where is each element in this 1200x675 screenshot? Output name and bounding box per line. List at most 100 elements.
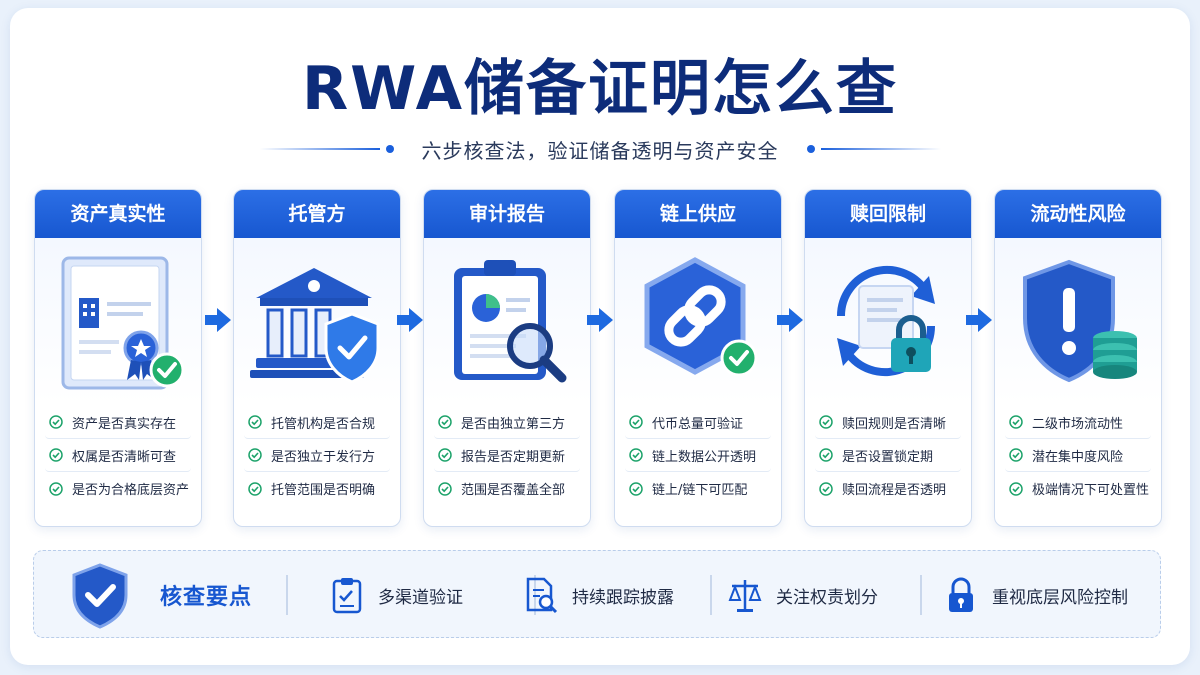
check-item: 链上数据公开透明	[625, 439, 771, 472]
step-card-redemption-limits: 赎回限制 赎回规则是否清晰 是否设置锁定期 赎回流程是否透明	[804, 189, 972, 527]
key-point-label: 重视底层风险控制	[992, 587, 1128, 608]
padlock-icon	[949, 577, 973, 612]
document-search-icon	[526, 577, 558, 614]
step-illustration	[805, 238, 971, 404]
check-text: 代币总量可验证	[652, 416, 744, 432]
step-illustration	[424, 238, 590, 404]
shield-check-icon	[72, 563, 128, 629]
check-text: 是否独立于发行方	[271, 449, 376, 465]
check-circle-icon	[438, 415, 452, 429]
check-circle-icon	[1009, 481, 1023, 496]
warning-shield-icon	[1023, 259, 1137, 383]
certificate-icon	[61, 256, 185, 390]
key-point-label: 持续跟踪披露	[572, 587, 674, 608]
key-point-label: 关注权责划分	[776, 587, 878, 608]
check-item: 托管范围是否明确	[244, 472, 390, 505]
subtitle-line-left	[259, 148, 380, 150]
check-list: 是否由独立第三方 报告是否定期更新 范围是否覆盖全部	[424, 404, 590, 505]
step-title: 流动性风险	[995, 190, 1161, 238]
check-list: 资产是否真实存在 权属是否清晰可查 是否为合格底层资产	[35, 404, 201, 505]
clipboard-magnifier-icon	[454, 260, 567, 383]
check-circle-icon	[49, 415, 63, 429]
check-circle-icon	[248, 415, 262, 429]
check-item: 报告是否定期更新	[434, 439, 580, 472]
check-item: 是否为合格底层资产	[45, 472, 191, 505]
check-item: 托管机构是否合规	[244, 406, 390, 439]
check-text: 报告是否定期更新	[461, 449, 566, 465]
check-circle-icon	[629, 448, 643, 462]
scales-icon	[728, 580, 762, 612]
check-item: 潜在集中度风险	[1005, 439, 1151, 472]
arrow-right-icon	[777, 308, 803, 332]
divider	[710, 575, 712, 615]
step-card-custodian: 托管方 托管机构是否合规 是否独立于发行方 托管范围是否明确	[233, 189, 401, 527]
check-text: 托管范围是否明确	[271, 483, 376, 498]
key-point-item: 关注权责划分	[728, 575, 878, 615]
chain-link-icon	[644, 257, 758, 377]
check-circle-icon	[1009, 448, 1023, 462]
check-item: 是否设置锁定期	[815, 439, 961, 472]
step-card-onchain-supply: 链上供应 代币总量可验证 链上数据公开透明 链上/链下可匹配	[614, 189, 782, 527]
step-title: 审计报告	[424, 190, 590, 238]
step-title: 资产真实性	[35, 190, 201, 238]
step-title: 托管方	[234, 190, 400, 238]
check-text: 托管机构是否合规	[271, 416, 376, 432]
redemption-lock-icon	[836, 265, 936, 377]
check-circle-icon	[438, 481, 452, 496]
check-text: 二级市场流动性	[1032, 416, 1124, 432]
check-text: 权属是否清晰可查	[72, 449, 177, 465]
check-circle-icon	[629, 415, 643, 429]
arrow-right-icon	[205, 308, 231, 332]
check-circle-icon	[49, 448, 63, 462]
arrow-right-icon	[397, 308, 423, 332]
check-item: 资产是否真实存在	[45, 406, 191, 439]
bank-shield-icon	[250, 268, 380, 384]
check-list: 赎回规则是否清晰 是否设置锁定期 赎回流程是否透明	[805, 404, 971, 505]
check-text: 范围是否覆盖全部	[461, 483, 566, 498]
subtitle: 六步核查法，验证储备透明与资产安全	[421, 138, 779, 163]
step-illustration	[615, 238, 781, 404]
step-card-audit-report: 审计报告 是否由独立第三方 报告是否定期更新 范围是否覆盖全部	[423, 189, 591, 527]
step-illustration	[35, 238, 201, 404]
check-item: 赎回规则是否清晰	[815, 406, 961, 439]
check-item: 二级市场流动性	[1005, 406, 1151, 439]
check-text: 赎回流程是否透明	[842, 483, 947, 498]
subtitle-dot-right	[806, 145, 815, 153]
check-list: 托管机构是否合规 是否独立于发行方 托管范围是否明确	[234, 404, 400, 505]
check-list: 代币总量可验证 链上数据公开透明 链上/链下可匹配	[615, 404, 781, 505]
check-text: 是否设置锁定期	[842, 449, 934, 465]
step-title: 链上供应	[615, 190, 781, 238]
check-circle-icon	[248, 448, 262, 462]
check-text: 极端情况下可处置性	[1032, 483, 1150, 498]
check-circle-icon	[438, 448, 452, 462]
key-point-item: 多渠道验证	[330, 575, 463, 615]
check-item: 极端情况下可处置性	[1005, 472, 1151, 505]
check-text: 链上数据公开透明	[652, 449, 757, 465]
step-illustration	[995, 238, 1161, 404]
check-item: 权属是否清晰可查	[45, 439, 191, 472]
check-circle-icon	[819, 448, 833, 462]
arrow-right-icon	[966, 308, 992, 332]
check-item: 链上/链下可匹配	[625, 472, 771, 505]
key-points-panel: 核查要点 多渠道验证 持续跟踪披露 关注权责划分	[33, 550, 1161, 638]
check-circle-icon	[1009, 415, 1023, 429]
step-illustration	[234, 238, 400, 404]
subtitle-line-right	[820, 148, 941, 150]
check-circle-icon	[248, 481, 262, 496]
check-item: 赎回流程是否透明	[815, 472, 961, 505]
check-text: 资产是否真实存在	[72, 416, 177, 432]
key-point-item: 重视底层风险控制	[944, 575, 1128, 615]
check-text: 是否为合格底层资产	[72, 483, 190, 498]
key-point-item: 持续跟踪披露	[524, 575, 674, 615]
step-title: 赎回限制	[805, 190, 971, 238]
check-item: 代币总量可验证	[625, 406, 771, 439]
check-item: 是否独立于发行方	[244, 439, 390, 472]
page-title: RWA储备证明怎么查	[301, 54, 899, 124]
check-text: 链上/链下可匹配	[652, 483, 748, 498]
check-circle-icon	[819, 481, 833, 496]
divider	[920, 575, 922, 615]
check-list: 二级市场流动性 潜在集中度风险 极端情况下可处置性	[995, 404, 1161, 505]
key-points-title: 核查要点	[160, 585, 253, 610]
divider	[286, 575, 288, 615]
clipboard-check-icon	[332, 578, 362, 614]
